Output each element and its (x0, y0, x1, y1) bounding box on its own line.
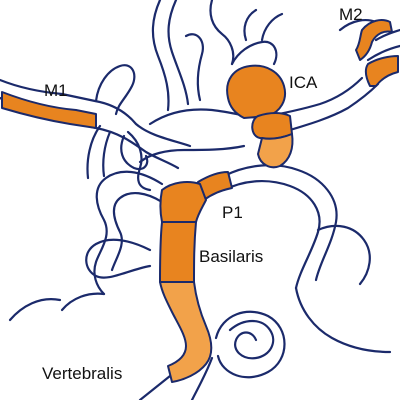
left-small-branch-2 (86, 124, 112, 180)
m1-vessel-upper-wall (0, 78, 192, 148)
label-p1: P1 (222, 203, 243, 222)
right-ica-lower-wall (288, 82, 380, 132)
central-perforator-3 (184, 33, 204, 102)
label-m2: M2 (339, 5, 363, 24)
m1-segment (1, 91, 97, 129)
posterior-left-arc (93, 170, 164, 296)
central-perforator-1 (151, 0, 170, 112)
right-upper-branch-2 (243, 8, 284, 42)
posterior-right-arc (222, 179, 321, 290)
posterior-left-lower-loop (85, 238, 152, 279)
ica-segment-bulb (226, 64, 286, 119)
highlighted-segments (1, 19, 399, 383)
vertebral-lower-left-wall (138, 374, 172, 400)
right-upper-branch (230, 40, 278, 66)
ica-segment-lower (257, 133, 294, 169)
left-recurrent-branch (120, 134, 149, 171)
left-vertebral-outer (8, 292, 106, 322)
vertebralis-segment (159, 281, 213, 383)
p1-segment (197, 171, 233, 201)
label-ica: ICA (289, 73, 318, 92)
ica-segment-neck (251, 112, 293, 140)
left-small-branch (94, 64, 136, 116)
central-perforator-4 (209, 0, 235, 66)
label-m1: M1 (44, 81, 68, 100)
label-vertebralis: Vertebralis (42, 364, 122, 383)
label-basilaris: Basilaris (199, 247, 263, 266)
anterior-circle-lower (138, 144, 246, 164)
right-vertebral-loop (228, 319, 275, 360)
basilaris-segment-top (159, 181, 207, 223)
right-lower-branch (316, 224, 371, 286)
right-vertebral-loop-outer (214, 310, 286, 379)
m2-segment-lower (364, 55, 399, 87)
m2-segment-upper (355, 19, 393, 61)
basilaris-segment-trunk (159, 221, 197, 283)
central-perforator-2 (167, 0, 190, 106)
posterior-right-arc-inner (222, 164, 338, 282)
circle-left-connector (126, 130, 152, 192)
right-lower-vessel (294, 286, 392, 354)
diagram-labels: M1 M2 ICA P1 Basilaris Vertebralis (42, 5, 363, 383)
posterior-left-arc-inner (110, 192, 164, 272)
vertebral-lower-right-wall (190, 356, 214, 400)
